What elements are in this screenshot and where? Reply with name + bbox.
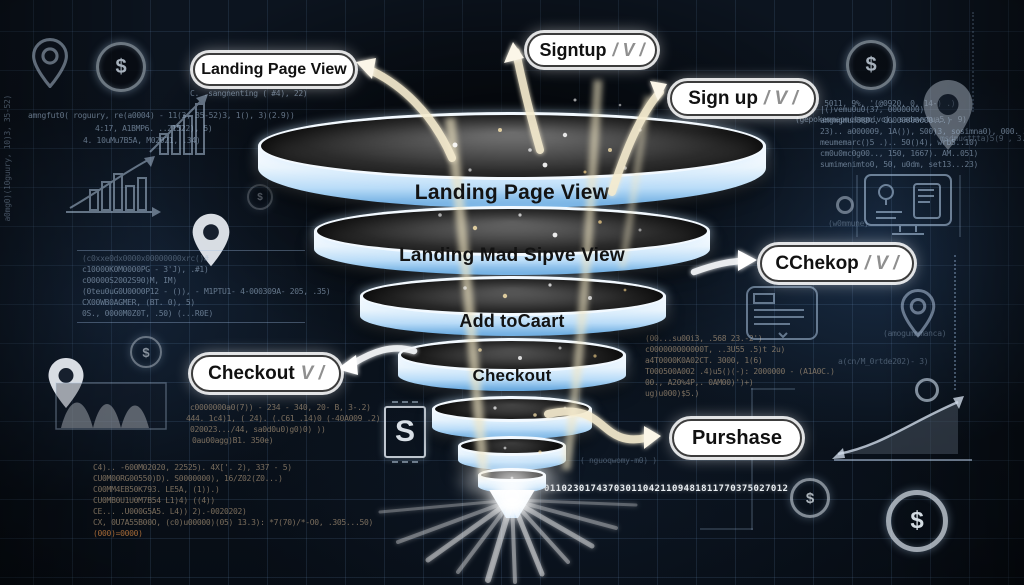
funnel-opening-5	[432, 396, 592, 422]
code-text: 0au00agg)B1. 350e)	[192, 436, 274, 445]
code-block: (00...su00i3, .568 23.-2') c000000000000…	[645, 334, 835, 398]
bracket-line	[959, 175, 961, 237]
dollar-icon: $	[846, 40, 896, 90]
code-text: c0000000a0(7)) - 234 - 340, 20- B, 3-.2)	[190, 403, 371, 412]
callout-sign-up: Sign up / V /	[670, 81, 816, 116]
s-square-icon: S	[384, 401, 426, 463]
code-text: 444. 1c4)1, ( 24). (.C61 .14)0 (-40A009 …	[186, 414, 381, 423]
dollar-glyph: $	[142, 344, 150, 360]
bracket-line	[751, 388, 753, 530]
callout-checkout: Checkout V /	[191, 355, 341, 392]
callout-signtup: Signtup / V /	[527, 33, 657, 67]
code-text: ( nguoqwomy-m0) )	[580, 456, 657, 465]
funnel-stage-label: Landing Page View	[414, 181, 610, 204]
circle-icon	[915, 378, 939, 402]
dollar-icon: $	[790, 478, 830, 518]
funnel-opening-7	[478, 468, 546, 482]
callout-text: CChekop	[775, 252, 859, 274]
callout-cchekop: CChekop / V /	[760, 245, 914, 282]
code-block: (c0xxe0dx0000x00000000xrc()# c10000K0M00…	[77, 250, 331, 323]
s-glyph: S	[394, 415, 415, 448]
callout-suffix: / V /	[612, 39, 645, 60]
callout-suffix: / V /	[864, 252, 899, 274]
code-text: amngfut0( roguury, re(a0004) - 11(3, 35-…	[28, 111, 295, 120]
callout-text: Landing Page View	[201, 60, 347, 78]
dollar-glyph: $	[805, 489, 815, 507]
callout-suffix: / V /	[763, 87, 798, 109]
code-text: (gepokemmapmctmgmivc), sadawstua5 - 9)	[795, 115, 967, 124]
callout-landing-page-view: Landing Page View	[193, 53, 355, 86]
funnel-stage-label: Landing Mad Sipve View	[399, 245, 625, 266]
dollar-glyph: $	[865, 53, 877, 76]
dollar-glyph: $	[910, 507, 924, 534]
code-block: |()vemu0u0(37, 0000000) amgmgmum600c, 00…	[820, 105, 1024, 169]
code-text: C. .sangnenting ( #4), 22)	[190, 89, 308, 98]
dollar-icon: $	[96, 42, 146, 92]
code-text: a(cn/M_0rtde202)- 3)	[838, 357, 929, 366]
code-text: (w0mmune)	[828, 219, 869, 228]
funnel-opening-3	[360, 276, 666, 316]
bracket-line	[700, 528, 753, 530]
code-block: C4).. -600M02020, 22525). 4X['. 2), 337 …	[93, 463, 374, 538]
code-text: 4. 10uMu7B5A, M02021, .34)	[83, 136, 201, 145]
dollar-icon: $	[886, 490, 948, 552]
callout-text: Sign up	[688, 87, 758, 109]
callout-text: Checkout	[208, 362, 295, 384]
code-text: msdmucttta)5(9 , 3.1)	[940, 134, 1024, 143]
bracket-line	[751, 388, 795, 390]
binary-number-string: 0110230174370301104211094818117703750270…	[544, 484, 789, 494]
funnel-stage-label: Checkout	[472, 366, 552, 385]
callout-suffix: V /	[300, 362, 324, 384]
code-text: a0mg0)(10guury, 10)3, 35-52)	[3, 95, 12, 222]
callout-text: Purshase	[691, 426, 783, 449]
funnel-opening-1	[258, 112, 766, 180]
dotted-line	[954, 255, 956, 390]
callout-purshase: Purshase	[672, 419, 802, 457]
funnel-opening-6	[458, 436, 566, 456]
bracket-line	[856, 175, 858, 237]
code-text: (amogummmanca)	[883, 329, 947, 338]
code-text: 020023.../44, sa0d0u0)g0)0) ))	[190, 425, 326, 434]
circle-icon	[836, 196, 854, 214]
callout-text: Signtup	[539, 39, 607, 60]
dollar-icon: $	[247, 184, 273, 210]
dotted-line	[972, 12, 974, 112]
code-text: 4:17, A1BMP6. ..21522), 5)	[95, 124, 213, 133]
dollar-icon: $	[130, 336, 162, 368]
funnel-stage-label: Add toCaart	[459, 311, 565, 331]
dollar-glyph: $	[115, 55, 127, 78]
code-text: -g'), - f(p') - 5011, 9%, '(@0920, 0, 14…	[752, 99, 956, 108]
dollar-glyph: $	[257, 191, 263, 203]
